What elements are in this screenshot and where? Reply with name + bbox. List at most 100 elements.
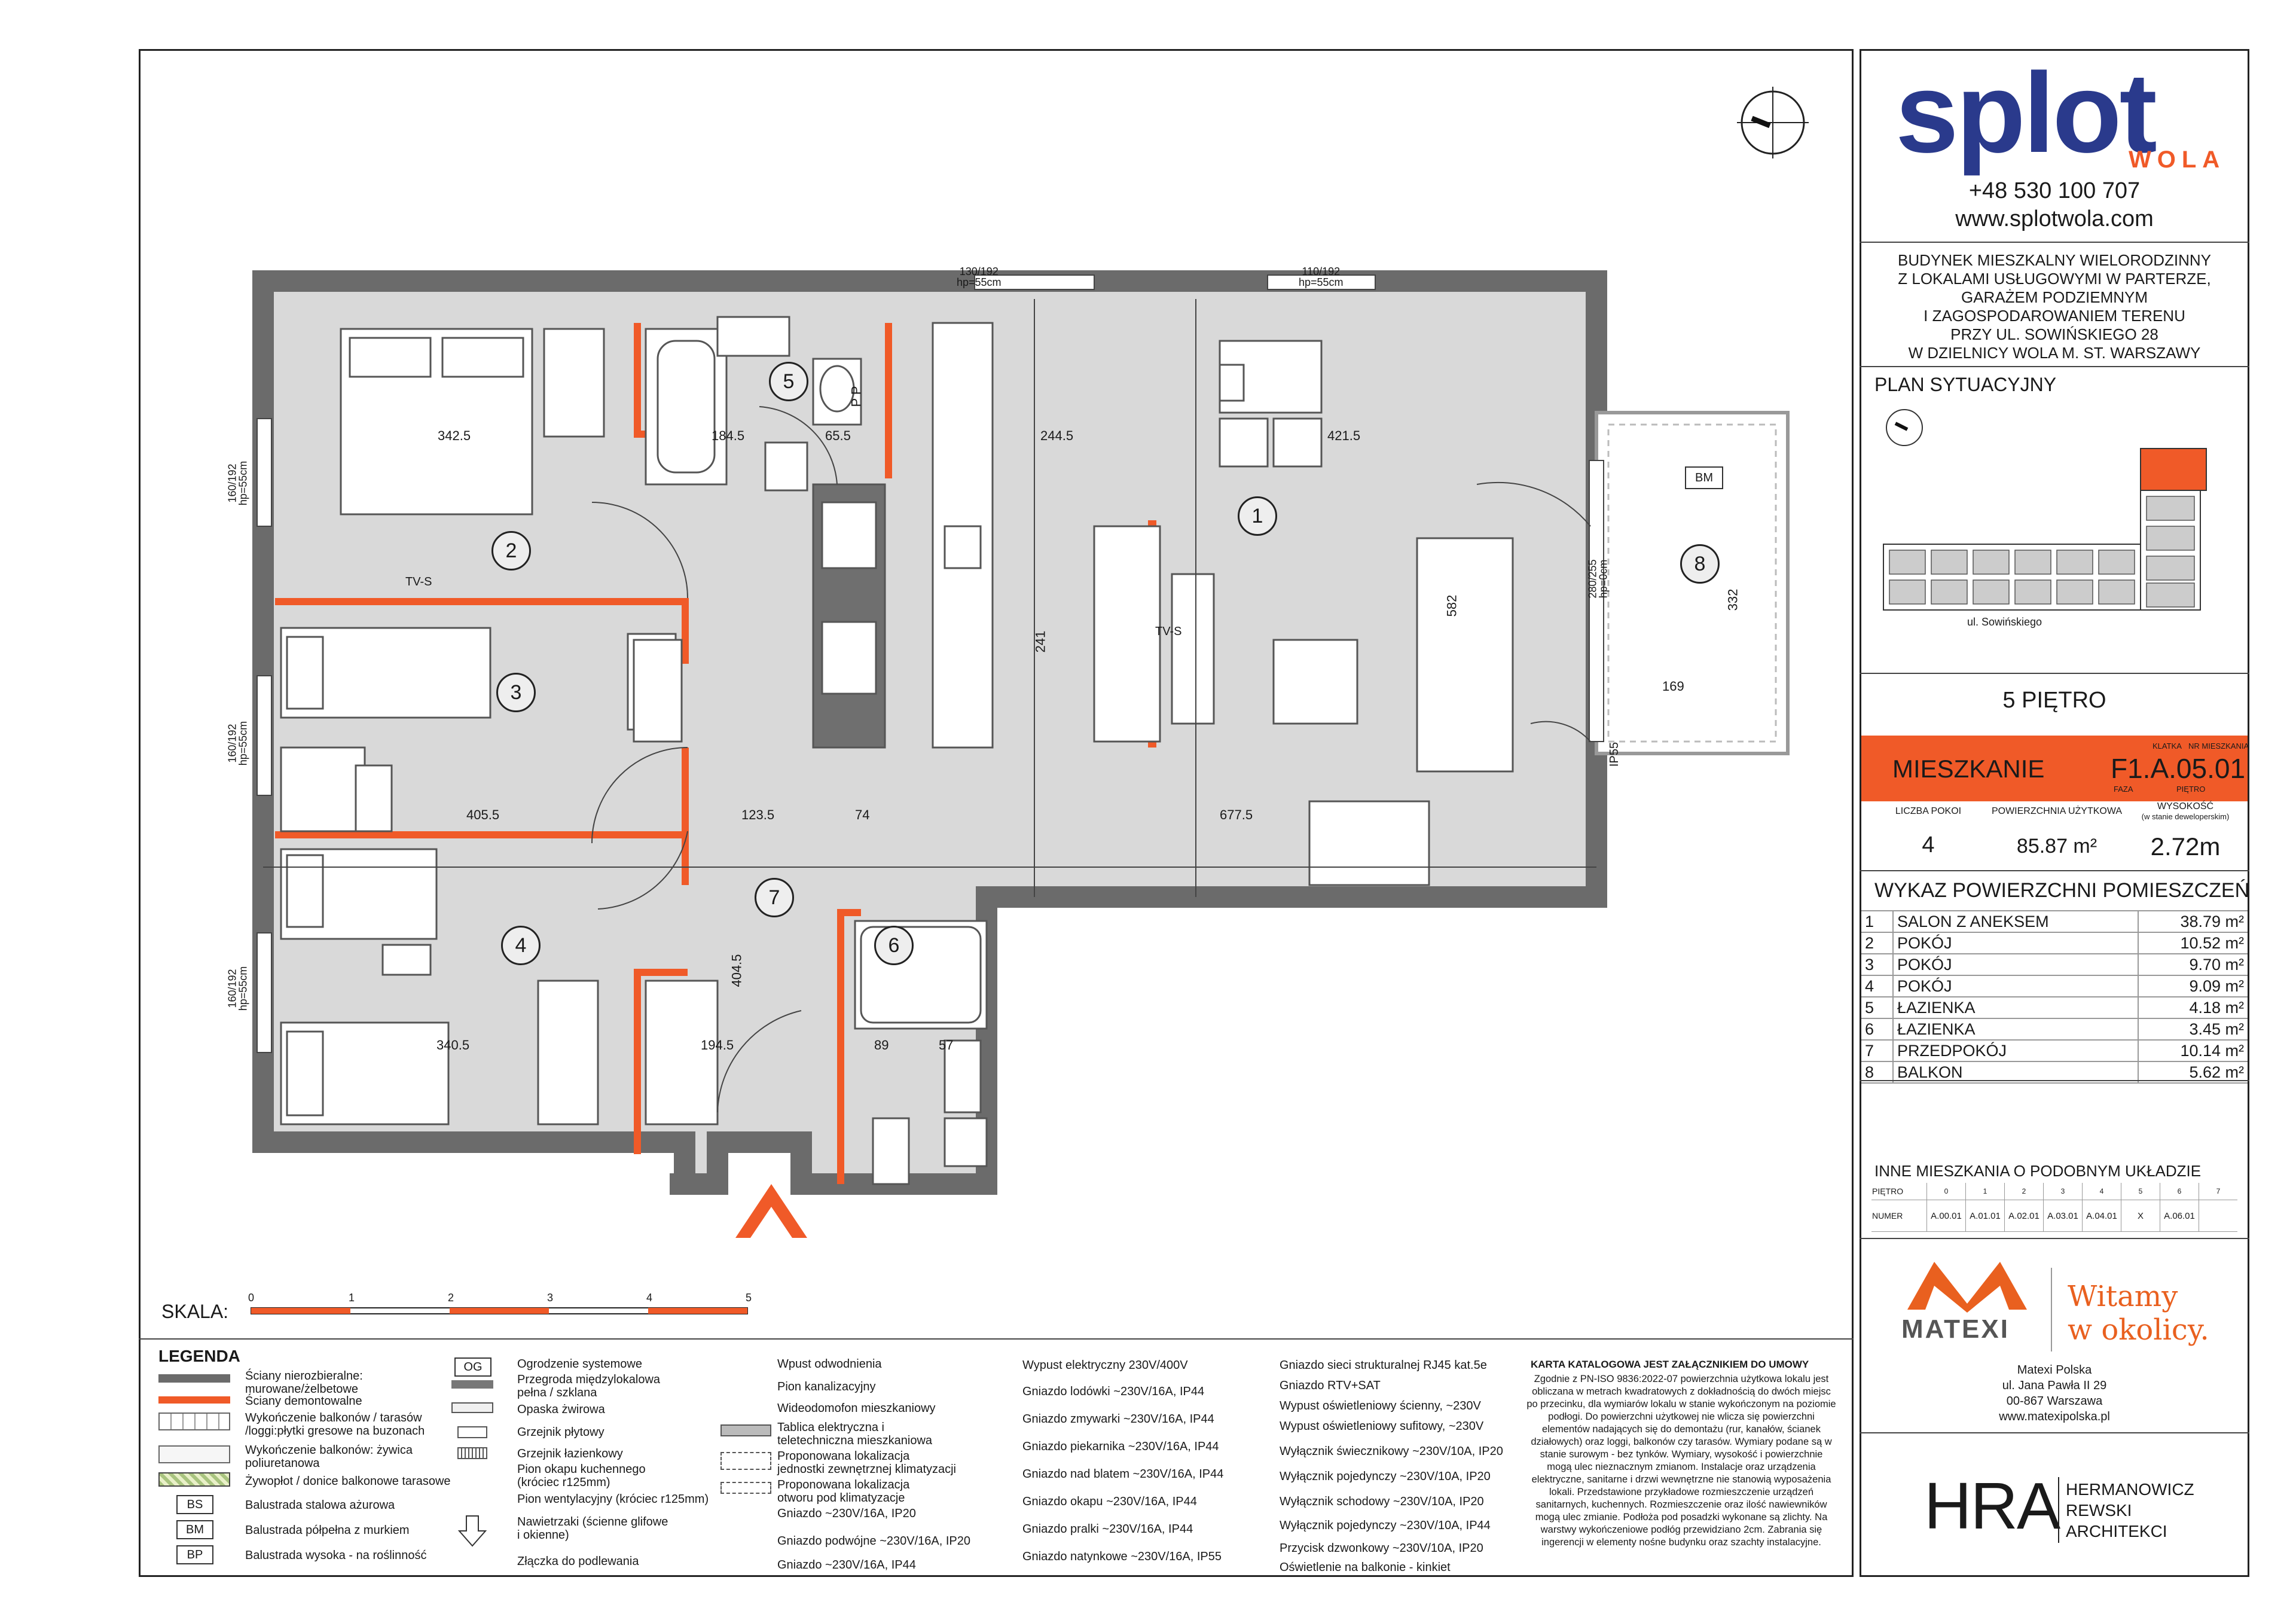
area-label: POWIERZCHNIA UŻYTKOWA <box>1991 806 2123 816</box>
legend-item: Wideodomofon mieszkaniowy <box>777 1402 936 1415</box>
dim-label: 184.5 <box>712 428 745 443</box>
dim-label: 677.5 <box>1220 807 1253 822</box>
brand-website: www.splotwola.com <box>1955 206 2154 231</box>
legend-item: Balustrada półpełna z murkiem <box>245 1524 410 1537</box>
legend-badge-bp: BP <box>176 1545 213 1564</box>
similar-floor: 6 <box>2160 1183 2199 1200</box>
room-name: ŁAZIENKA <box>1893 997 2139 1019</box>
room-number-4: 4 <box>501 926 541 965</box>
legend-item: Przycisk dzwonkowy ~230V/10A, IP20 <box>1280 1542 1483 1555</box>
legend-item: Gniazdo pralki ~230V/16A, IP44 <box>1022 1523 1193 1536</box>
dim-label: 123.5 <box>741 807 775 822</box>
legend-item: Gniazdo lodówki ~230V/16A, IP44 <box>1022 1385 1205 1398</box>
note-line: stanie surowym - bez tynków. Wymiary, wy… <box>1540 1449 1823 1460</box>
legend-item: Wyłącznik pojedynczy ~230V/10A, IP20 <box>1280 1470 1491 1483</box>
building-line: PRZY UL. SOWIŃSKIEGO 28 <box>1950 325 2158 343</box>
site-plan-map <box>1883 409 2207 611</box>
room-number: 7 <box>1861 1040 1894 1062</box>
tv-socket-tag: TV-S <box>1155 625 1182 638</box>
similar-floor: 4 <box>2082 1183 2121 1200</box>
dim-label: 582 <box>1444 594 1460 617</box>
legend-item: Balustrada stalowa ażurowa <box>245 1499 395 1512</box>
legend-item: Wyłącznik świecznikowy ~230V/10A, IP20 <box>1280 1445 1503 1458</box>
apartment-label: MIESZKANIE <box>1892 755 2045 783</box>
legend-item: Gniazdo nad blatem ~230V/16A, IP44 <box>1022 1468 1224 1481</box>
room-number: 6 <box>1861 1018 1894 1041</box>
note-line: po przecinku, dla wymiarów lokalu w stan… <box>1526 1399 1836 1410</box>
legend-item: Balustrada wysoka - na roślinność <box>245 1549 427 1562</box>
legend-item: Wypust oświetleniowy sufitowy, ~230V <box>1280 1420 1484 1433</box>
grid-lines <box>263 299 1596 897</box>
similar-number: A.00.01 <box>1926 1200 1966 1232</box>
floor-label: 5 PIĘTRO <box>2002 688 2106 713</box>
floor-plan <box>252 270 1790 1195</box>
legend-swatch-resin <box>158 1445 230 1463</box>
legend-item: Żywopłot / donice balkonowe tarasowe <box>245 1475 451 1488</box>
dim-label: 169 <box>1662 679 1684 694</box>
pp-tag: P P <box>848 386 864 407</box>
legend-item: Proponowana lokalizacja otworu pod klima… <box>777 1478 910 1505</box>
info-panel <box>1860 49 2249 1577</box>
similar-floor: 3 <box>2043 1183 2083 1200</box>
dim-label: 340.5 <box>436 1038 470 1052</box>
legend-item: Gniazdo okapu ~230V/16A, IP44 <box>1022 1495 1197 1508</box>
scale-tick: 1 <box>349 1292 355 1304</box>
legend-swatch-gravel <box>451 1402 493 1413</box>
legend-item: Nawietrzaki (ścienne glifowe i okienne) <box>517 1515 668 1542</box>
room-name: POKÓJ <box>1893 975 2139 997</box>
legend-item: Ściany demontowalne <box>245 1395 362 1408</box>
dim-label: 241 <box>1033 630 1048 653</box>
dim-label: 194.5 <box>701 1038 734 1052</box>
room-number: 2 <box>1861 932 1894 954</box>
legend-item: Gniazdo piekarnika ~230V/16A, IP44 <box>1022 1440 1219 1453</box>
note-line: Zgodnie z PN-ISO 9836:2022-07 powierzchn… <box>1534 1374 1829 1384</box>
bm-tag: BM <box>1685 466 1723 489</box>
legend-item: Złączka do podlewania <box>517 1555 639 1568</box>
note-line: podłogi. Do powierzchni użytkowej nie wl… <box>1548 1411 1815 1422</box>
legend-item: Gniazdo sieci strukturalnej RJ45 kat.5e <box>1280 1359 1487 1372</box>
legend-item: Gniazdo natynkowe ~230V/16A, IP55 <box>1022 1550 1222 1563</box>
legend-swatch-radiator <box>457 1426 487 1438</box>
note-line: mogą ulec zmianie. Podłoża pod posadzki … <box>1535 1512 1828 1523</box>
brand-logo: splot <box>1895 50 2157 176</box>
note-title: KARTA KATALOGOWA JEST ZAŁĄCZNIKIEM DO UM… <box>1531 1359 1809 1370</box>
dim-label: 421.5 <box>1327 428 1361 443</box>
legend-item: Tablica elektryczna i teletechniczna mie… <box>777 1421 933 1447</box>
legend-item: Opaska żwirowa <box>517 1403 605 1416</box>
legend-item: Wykończenie balkonów: żywica poliuretano… <box>245 1444 413 1470</box>
building-line: GARAŻEM PODZIEMNYM <box>1961 288 2148 306</box>
height-note: (w stanie deweloperskim) <box>2141 812 2230 821</box>
legend-swatch-partition <box>451 1380 493 1389</box>
scale-tick: 2 <box>448 1292 454 1304</box>
matexi-web: www.matexipolska.pl <box>1999 1410 2110 1423</box>
legend-swatch-towel-radiator <box>457 1447 487 1459</box>
drawing-frame <box>139 49 1854 1577</box>
legend-item: Gniazdo ~230V/16A, IP20 <box>777 1507 916 1520</box>
apartment-pietro-label: PIĘTRO <box>2176 785 2206 794</box>
matexi-name: MATEXI <box>1901 1314 2010 1344</box>
room-number-2: 2 <box>491 531 531 571</box>
similar-floor: 7 <box>2199 1183 2237 1200</box>
hra-line-3: ARCHITEKCI <box>2066 1522 2167 1540</box>
room-number-1: 1 <box>1238 496 1277 536</box>
legend-item: Proponowana lokalizacja jednostki zewnęt… <box>777 1450 957 1476</box>
site-plan-title: PLAN SYTUACYJNY <box>1874 374 2057 395</box>
room-area: 38.79 m² <box>2138 911 2248 933</box>
room-area: 4.18 m² <box>2138 997 2248 1019</box>
similar-number: A.01.01 <box>1965 1200 2005 1232</box>
legend-item: Wykończenie balkonów / tarasów /loggi:pł… <box>245 1411 425 1438</box>
legend-item: Grzejnik łazienkowy <box>517 1447 623 1460</box>
legend-swatch-demount <box>158 1396 230 1404</box>
dim-label: 57 <box>939 1038 954 1052</box>
dim-label: 89 <box>874 1038 889 1052</box>
legend-swatch-ac-opening <box>720 1482 771 1494</box>
similar-number: A.04.01 <box>2082 1200 2121 1232</box>
rooms-label: LICZBA POKOI <box>1895 806 1962 816</box>
note-line: lokali. Przedstawione przykładowe rozmie… <box>1549 1487 1814 1497</box>
